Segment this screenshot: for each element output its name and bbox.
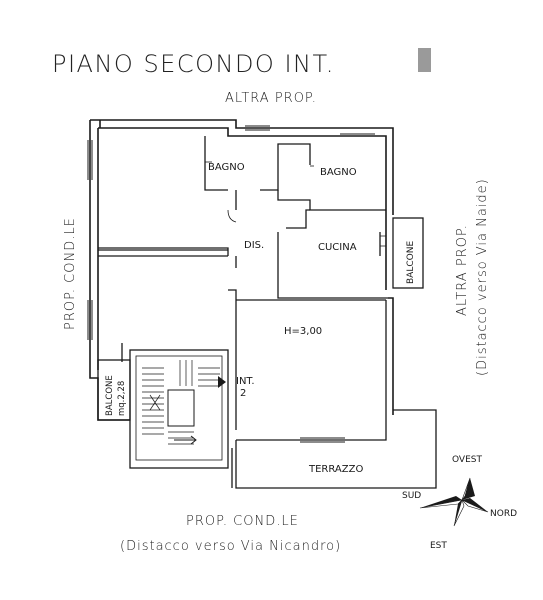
room-dis: DIS. <box>244 240 264 251</box>
entrance-arrow-icon <box>218 376 226 388</box>
label-left: PROP. COND.LE <box>63 217 78 330</box>
balcone-right <box>392 217 424 289</box>
compass-rose-icon <box>419 477 489 527</box>
compass-west: OVEST <box>452 455 482 465</box>
stair-steps <box>142 360 220 445</box>
compass-south: SUD <box>402 491 421 501</box>
door-swings <box>205 161 387 247</box>
windows-left <box>87 140 93 340</box>
label-bottom-1: PROP. COND.LE <box>186 514 299 529</box>
room-bagno-2: BAGNO <box>320 167 357 178</box>
label-right-1: ALTRA PROP. <box>455 224 470 316</box>
windows-top <box>245 125 375 135</box>
terrace-window <box>300 437 345 443</box>
room-bagno-1: BAGNO <box>208 162 245 173</box>
int-label: INT. <box>236 376 255 387</box>
label-top: ALTRA PROP. <box>225 91 317 106</box>
stairwell <box>129 349 229 469</box>
int-number: 2 <box>240 388 246 399</box>
stair-arrow <box>174 435 197 445</box>
plan-title: PIANO SECONDO INT. <box>52 50 335 78</box>
balcone-left-area: mq.2,28 <box>117 381 127 416</box>
compass-east: EST <box>430 541 447 551</box>
balcone-right-label: BALCONE <box>406 241 416 284</box>
unit-number-box <box>418 48 431 72</box>
label-bottom-2: (Distacco verso Via Nicandro) <box>120 539 341 554</box>
compass-north: NORD <box>490 509 517 519</box>
room-cucina: CUCINA <box>318 242 357 253</box>
partitions <box>98 136 388 441</box>
balcone-left-label: BALCONE <box>105 375 115 416</box>
room-terrazzo: TERRAZZO <box>308 464 363 475</box>
room-height: H=3,00 <box>284 326 322 337</box>
terrazzo-outline <box>231 409 437 489</box>
label-right-2: (Distacco verso Via Naide) <box>475 178 490 376</box>
